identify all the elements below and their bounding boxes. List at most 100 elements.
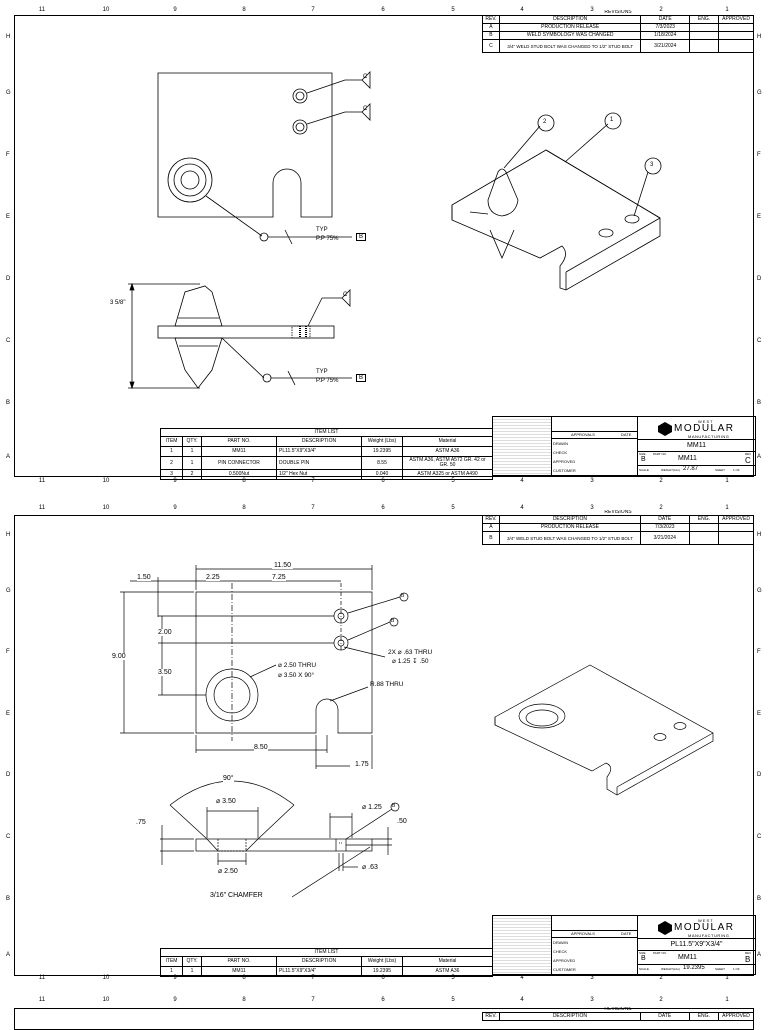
logo-icon <box>658 422 672 436</box>
drawing-sheet-2: 11 10 9 8 7 6 5 4 3 2 1 11 10 9 8 7 6 5 … <box>0 505 768 985</box>
table-row: 2 1 PIN CONNECTOR DOUBLE PIN 8.55 ASTM A… <box>160 456 493 470</box>
approvals-label: APPROVALS <box>571 931 595 936</box>
zone-row: H <box>6 532 11 538</box>
item-list-table: ITEM LIST ITEM QTY. PART NO. DESCRIPTION… <box>160 948 493 977</box>
header-cell: Weight (Lbs) <box>361 436 403 447</box>
zone-row: B <box>757 400 762 406</box>
zone-row: A <box>6 952 11 958</box>
zone-col: 7 <box>311 505 315 511</box>
drawing-title: PL11.5"X9"X3/4" <box>670 941 723 948</box>
zone-row: D <box>757 276 762 282</box>
title-block-notes <box>493 417 552 475</box>
size-label: SIZE <box>639 951 646 955</box>
zone-col: 11 <box>38 997 46 1003</box>
cell: 19.2395 <box>361 446 403 457</box>
cell: 1/2" Hex Nut <box>276 469 362 480</box>
approved-header: APPROVED <box>718 1012 754 1021</box>
date-cell: 3/21/2024 <box>640 39 690 53</box>
weld-label: C <box>363 106 368 112</box>
table-row: 1 1 MM11 PL11.5"X9"X3/4" 19.2395 ASTM A3… <box>160 446 493 457</box>
zone-row: G <box>757 588 762 594</box>
item-list-title: ITEM LIST <box>160 948 493 957</box>
zone-col: 9 <box>173 997 177 1003</box>
header-cell: ITEM <box>160 956 183 967</box>
zone-row: B <box>6 896 11 902</box>
drawing-title: MM11 <box>687 442 706 449</box>
zone-row: A <box>6 454 11 460</box>
dim-hole-y2: 3.50 <box>158 669 172 676</box>
zone-col: 10 <box>102 478 110 484</box>
zone-row: D <box>6 772 11 778</box>
logo-top: WEST <box>698 918 714 923</box>
zone-row: C <box>6 338 11 344</box>
zone-col: 1 <box>725 997 729 1003</box>
zone-col: 6 <box>381 7 385 13</box>
logo-top: WEST <box>698 419 714 424</box>
scale-label: SCALE <box>639 967 649 971</box>
zone-col: 2 <box>659 505 663 511</box>
zone-col: 4 <box>520 975 524 981</box>
zone-col: 2 <box>659 975 663 981</box>
sheet-value: 1 OF <box>733 967 740 971</box>
divider <box>638 465 755 466</box>
title-block: APPROVALS DATE DRAWN CHECK APPROVED CUST… <box>492 416 756 476</box>
header-cell: Material <box>402 436 493 447</box>
divider <box>638 950 755 951</box>
zone-col: 6 <box>381 975 385 981</box>
zone-col: 11 <box>38 7 46 13</box>
zone-row: D <box>6 276 11 282</box>
approvals-row: APPROVALS DATE <box>551 431 637 439</box>
revisions-table: REVISIONS REV. DESCRIPTION DATE ENG. APP… <box>482 1007 754 1021</box>
cell: ASTM A325 or ASTM A490 <box>402 469 493 480</box>
cell: 1 <box>182 966 202 977</box>
zone-col: 3 <box>590 975 594 981</box>
item-list-header: ITEM QTY. PART NO. DESCRIPTION Weight (L… <box>160 436 493 447</box>
logo-icon <box>658 921 672 935</box>
logo-sub: MANUFACTURING <box>688 933 730 938</box>
cell: 2 <box>160 456 183 470</box>
zone-col: 8 <box>242 478 246 484</box>
zone-col: 6 <box>381 505 385 511</box>
cell: 1 <box>182 456 202 470</box>
sheet-label: SHEET <box>715 468 726 472</box>
approvals-row: APPROVALS DATE <box>551 930 637 938</box>
note-slot: R.88 THRU <box>370 681 404 688</box>
dim-counterbore-depth: .50 <box>397 818 407 825</box>
zone-col: 4 <box>520 997 524 1003</box>
balloon-label: 2 <box>543 119 547 125</box>
rev-value: B <box>745 955 751 964</box>
zone-col: 10 <box>102 505 110 511</box>
dim-height: 9.00 <box>112 653 126 660</box>
header-cell: ITEM <box>160 436 183 447</box>
zone-col: 9 <box>173 478 177 484</box>
revisions-table: REVISIONS REV. DESCRIPTION DATE ENG. APP… <box>482 510 754 545</box>
zone-col: 5 <box>451 997 455 1003</box>
dim-slot-offset: 1.75 <box>355 761 369 768</box>
weld-label: B <box>401 593 405 599</box>
isometric-view <box>451 112 662 291</box>
zone-row: A <box>757 952 762 958</box>
part-no-label: PART NO. <box>653 951 667 955</box>
zone-col: 10 <box>102 997 110 1003</box>
approved-cell <box>718 39 754 53</box>
checked-label: CHECK <box>553 949 568 954</box>
logo-name: MODULAR <box>674 922 735 933</box>
cell: 1 <box>182 446 202 457</box>
dim-hole-spacing: 7.25 <box>272 574 286 581</box>
cell: DOUBLE PIN <box>276 456 362 470</box>
weld-note-typ: TYP <box>316 227 328 233</box>
weight-label: WEIGHT(Lbs) <box>661 967 680 971</box>
zone-row: F <box>6 649 10 655</box>
company-logo: WEST MODULAR MANUFACTURING <box>658 918 750 938</box>
zone-col: 3 <box>590 505 594 511</box>
zone-col: 5 <box>451 975 455 981</box>
zone-row: E <box>6 214 11 220</box>
note-counterbore: ⌀ 1.25 ↧ .50 <box>392 658 429 665</box>
zone-row: E <box>6 711 11 717</box>
date-cell: 3/21/2024 <box>639 531 690 545</box>
weight-value: 27.87 <box>683 466 699 472</box>
revision-row: A PRODUCTION RELEASE 7/3/2023 <box>482 523 754 532</box>
zone-col: 9 <box>173 505 177 511</box>
weld-note-pp: P.P 75% <box>316 236 339 242</box>
size-label: SIZE <box>639 452 646 456</box>
